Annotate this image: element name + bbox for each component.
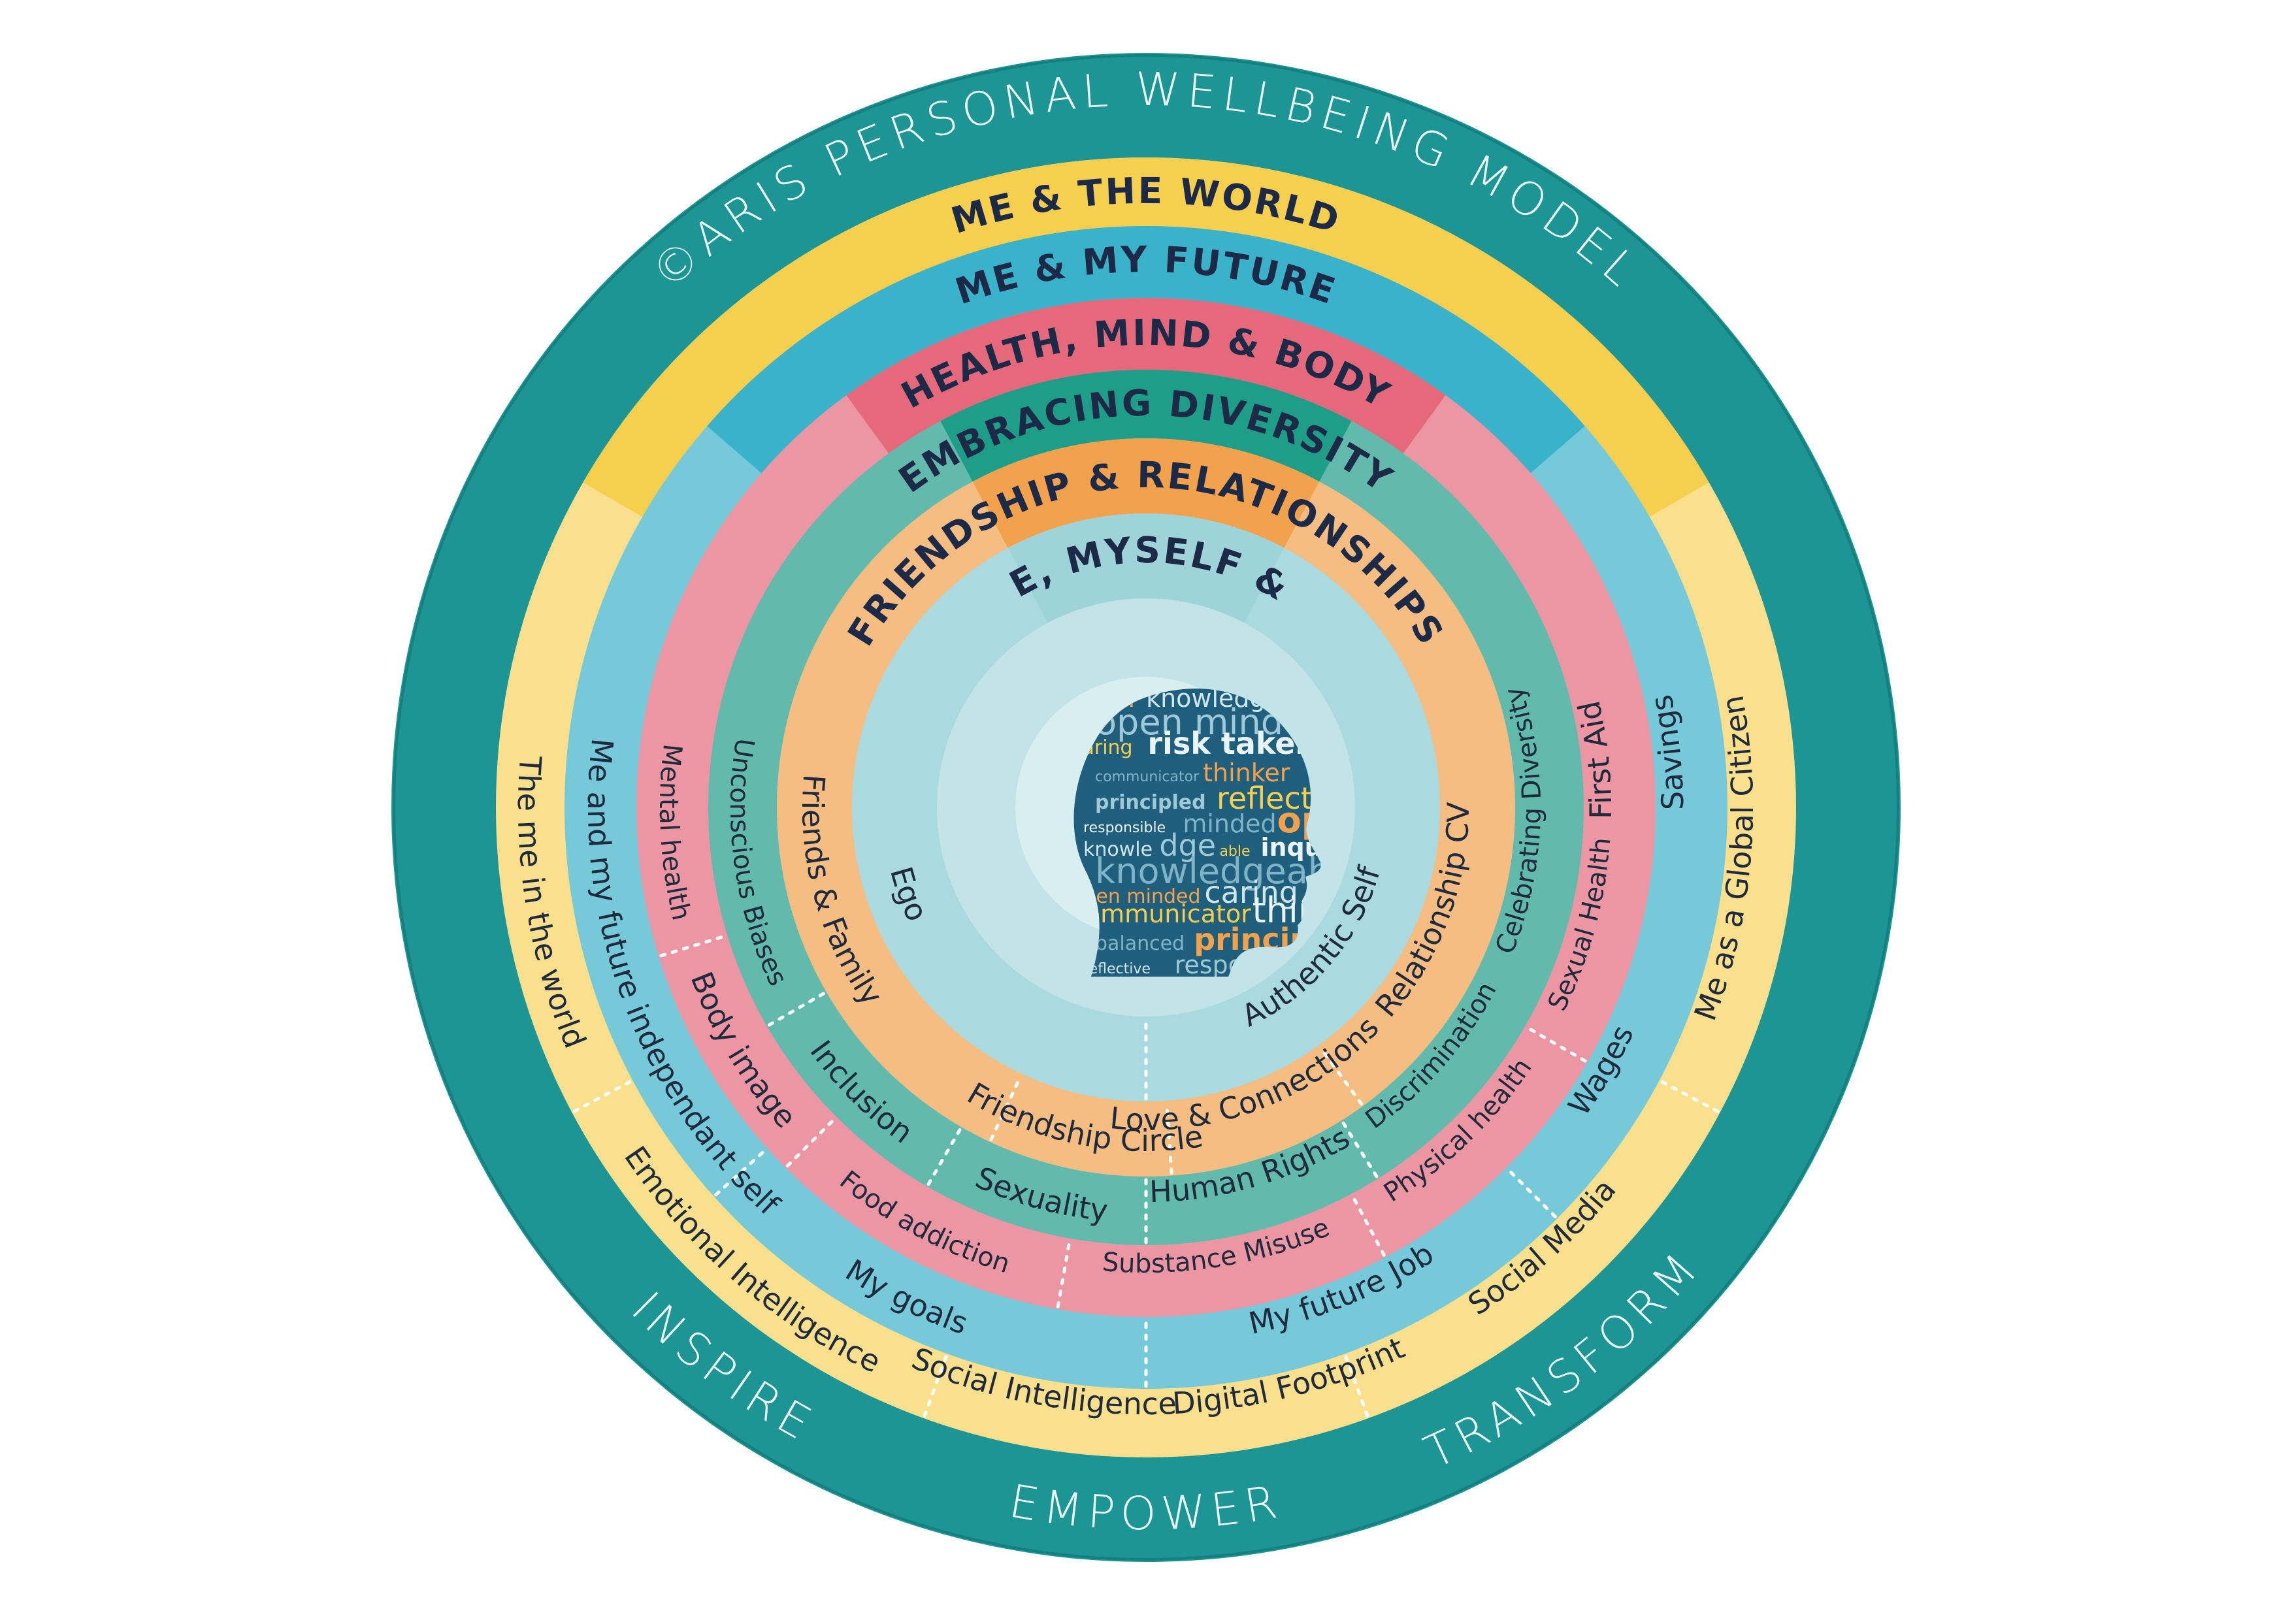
separator-diversity-1 — [767, 992, 826, 1027]
separator-diversity-2 — [926, 1128, 962, 1186]
separator-friendship-3 — [1318, 1045, 1364, 1106]
separator-world-1 — [572, 1080, 632, 1113]
word-cloud-word: reflective — [1217, 781, 1357, 816]
word-cloud-word: principled — [1095, 791, 1206, 814]
word-cloud-word: able — [1219, 843, 1250, 860]
word-cloud-word: communicator — [1072, 900, 1251, 928]
word-cloud-word: knowledgeable — [1095, 851, 1362, 892]
separator-health-5 — [1526, 1026, 1587, 1063]
separator-future-3 — [1506, 1167, 1557, 1218]
separator-world-2 — [923, 1354, 948, 1418]
word-cloud-word: balanced — [1095, 932, 1185, 955]
word-cloud-word: minded — [1183, 809, 1276, 838]
separator-health-2 — [785, 1117, 836, 1168]
separator-health-1 — [659, 934, 727, 958]
separator-world-4 — [1660, 1080, 1720, 1113]
separator-friendship-2 — [1165, 1101, 1173, 1175]
word-cloud-word: caring — [1204, 875, 1298, 910]
separator-health-4 — [1351, 1194, 1386, 1257]
head-silhouette — [1073, 689, 1321, 977]
separator-future-1 — [714, 1148, 767, 1197]
word-cloud-word: knowle — [1083, 838, 1153, 861]
word-cloud-word: dge — [1159, 828, 1216, 863]
word-cloud-word: thinker — [1203, 758, 1290, 787]
word-cloud-word: risk taker — [1147, 726, 1310, 761]
separator-friendship-1 — [989, 1074, 1023, 1141]
separator-health-3 — [1056, 1239, 1072, 1308]
word-cloud-word: responsible — [1083, 820, 1166, 836]
separator-world-3 — [1344, 1354, 1369, 1418]
word-cloud-word: communicator — [1095, 769, 1200, 785]
separator-diversity-4 — [1341, 1121, 1379, 1178]
